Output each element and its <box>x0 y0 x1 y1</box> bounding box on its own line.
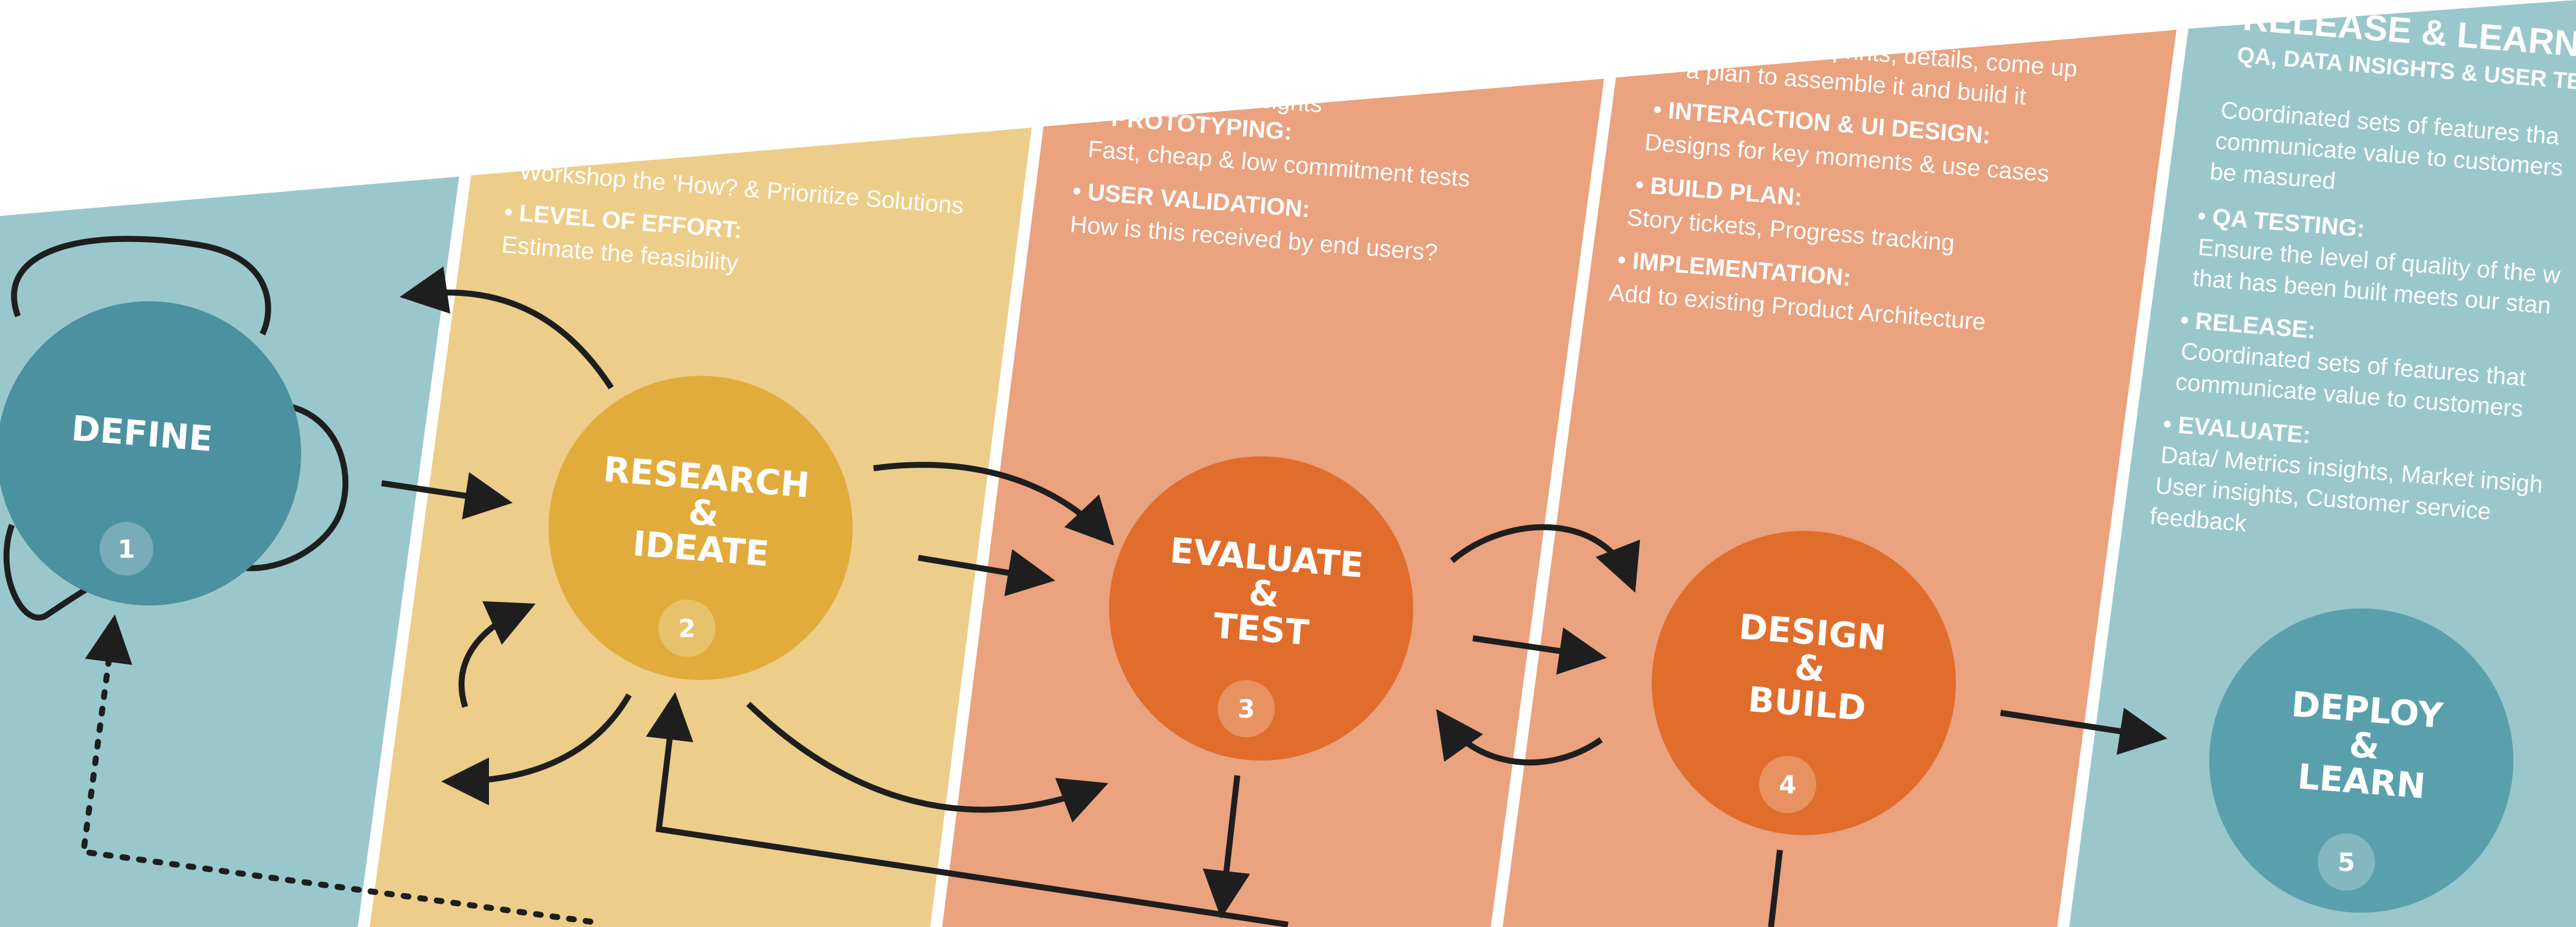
research-number: 2 <box>678 614 695 643</box>
deploy-circle <box>2209 608 2513 913</box>
arrow-research-to-evaluate-3 <box>746 702 1109 823</box>
define-loop-top <box>11 236 271 336</box>
arrow-evaluate-down <box>1203 775 1250 919</box>
deploy-title-line-2: & <box>2348 724 2381 767</box>
evaluate-title-line-3: TEST <box>1212 605 1311 653</box>
evaluate-circle <box>1109 456 1413 761</box>
research-circle <box>549 376 853 680</box>
deploy-number-badge <box>2318 833 2375 891</box>
arrow-research-back-to-define <box>400 266 614 390</box>
research-title-line-2: & <box>687 492 720 534</box>
design-title-line-2: & <box>1793 647 1826 690</box>
define-circle <box>0 301 301 605</box>
arrow-research-to-evaluate-1 <box>873 462 1114 546</box>
arrow-research-self-loop-1 <box>459 601 536 708</box>
design-number: 4 <box>1779 770 1796 799</box>
arrow-evaluate-to-design-2 <box>1472 627 1607 675</box>
evaluate-number: 3 <box>1237 694 1255 724</box>
design-number-badge <box>1759 756 1816 813</box>
define-number-badge <box>100 522 153 576</box>
arrow-research-self-loop-2 <box>441 693 632 805</box>
arrow-design-to-evaluate <box>1436 709 1603 766</box>
arrow-evaluate-to-design <box>1450 524 1640 593</box>
evaluate-title-line-2: & <box>1247 572 1281 615</box>
design-title-line-3: BUILD <box>1747 679 1868 728</box>
deploy-title-line-3: LEARN <box>2296 756 2427 807</box>
arrow-research-to-evaluate-2 <box>918 549 1055 597</box>
arrow-design-down <box>1768 849 1783 927</box>
arrow-design-to-deploy <box>2000 707 2168 755</box>
evaluate-line-1: insights <box>1240 85 1323 118</box>
define-loop-right <box>237 403 349 571</box>
dotted-return-arrow <box>80 614 593 925</box>
research-number-badge <box>658 600 716 657</box>
arrow-return-to-research <box>646 692 1289 927</box>
design-circle <box>1652 531 1956 835</box>
evaluate-number-badge <box>1218 680 1275 737</box>
arrow-define-to-research <box>381 472 513 520</box>
deploy-number: 5 <box>2337 848 2355 877</box>
define-number: 1 <box>117 534 135 564</box>
